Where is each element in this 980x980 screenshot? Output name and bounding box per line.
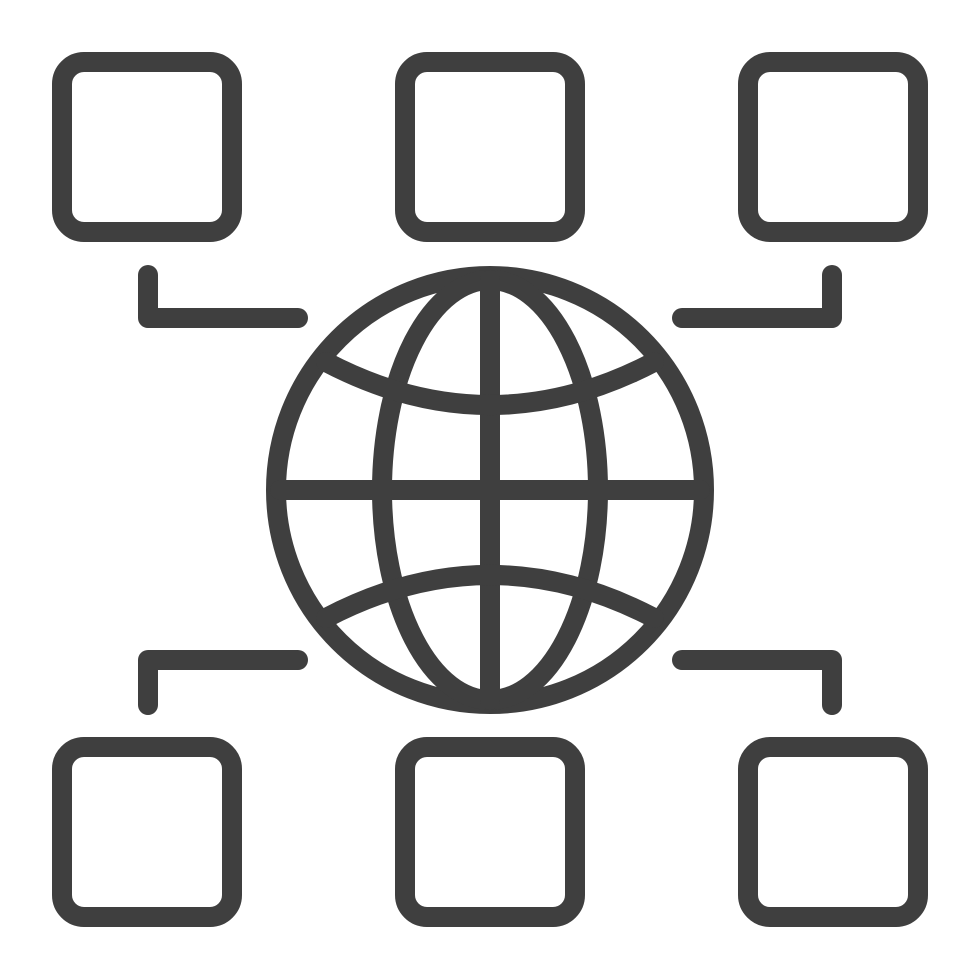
connector-bottom-right	[672, 650, 842, 715]
node-bottom-center-icon	[395, 737, 585, 927]
node-bottom-right-icon	[738, 737, 928, 927]
connector-top-right	[672, 265, 842, 328]
node-top-left-icon	[52, 52, 242, 242]
node-top-center-icon	[395, 52, 585, 242]
globe-upper-latitude	[316, 352, 664, 415]
connector-top-left	[138, 265, 308, 328]
node-bottom-left-icon	[52, 737, 242, 927]
node-top-right-icon	[738, 52, 928, 242]
globe-lower-latitude	[316, 565, 664, 628]
connector-bottom-left	[138, 650, 308, 715]
globe-icon	[266, 266, 714, 714]
